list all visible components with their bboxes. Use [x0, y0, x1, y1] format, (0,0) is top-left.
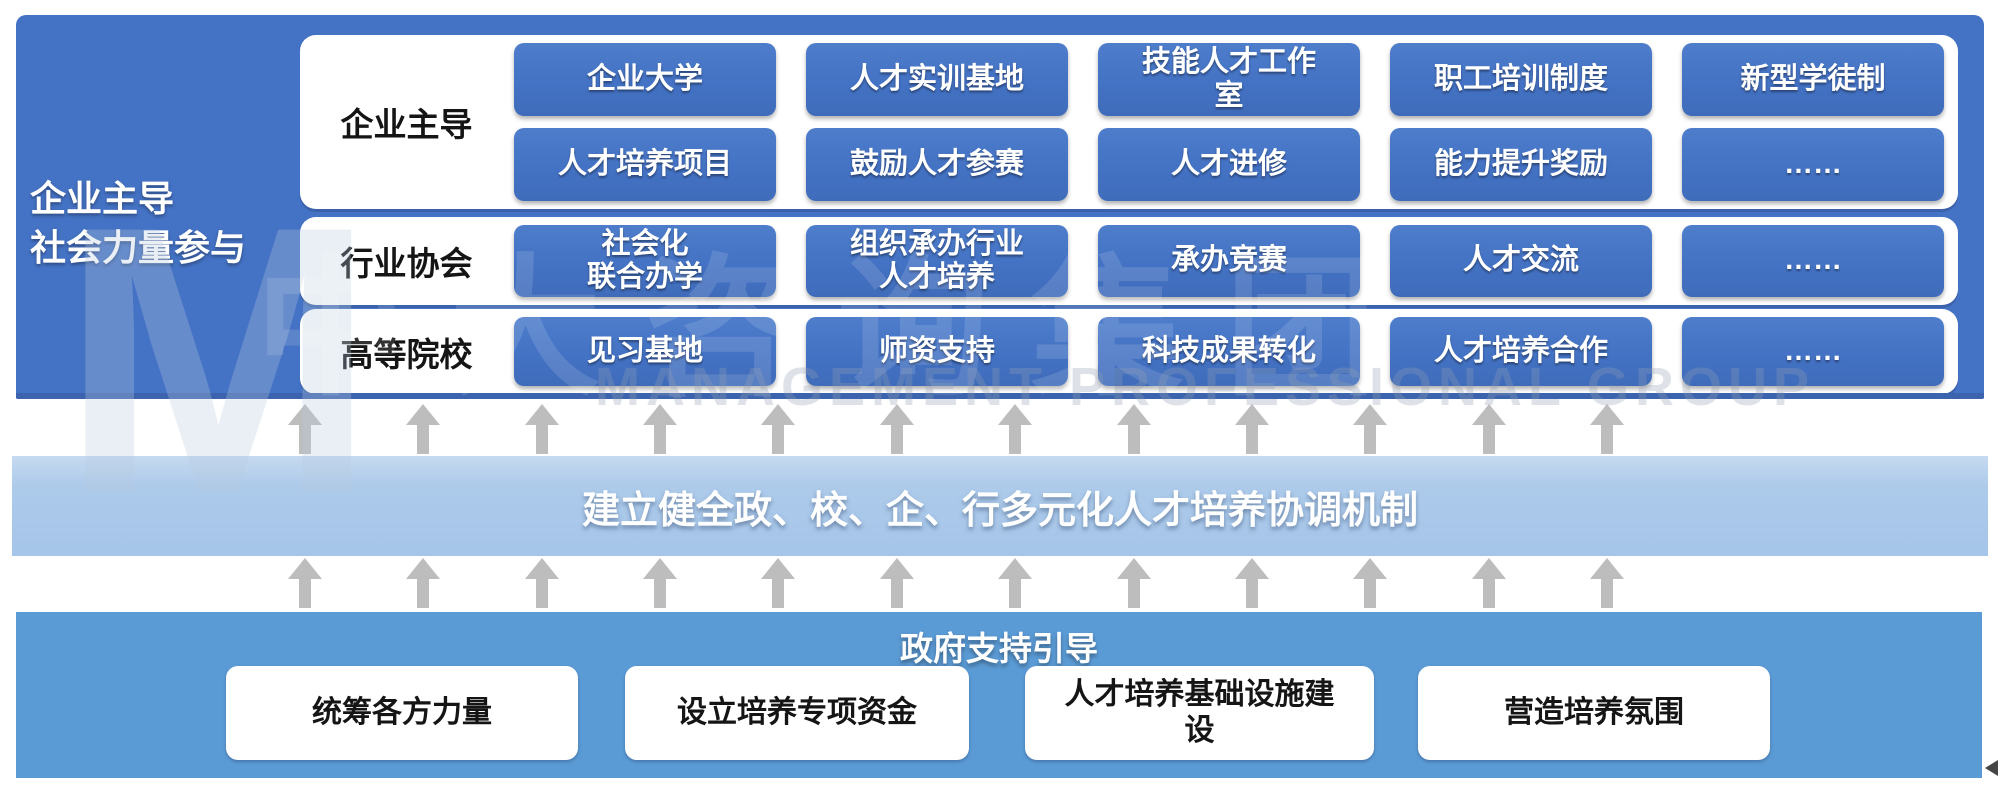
item-box: 承办竞赛	[1098, 225, 1360, 297]
section-left-label: 企业主导 社会力量参与	[30, 178, 247, 268]
up-arrow-icon	[998, 404, 1033, 454]
up-arrow-icon	[288, 558, 322, 608]
item-box: 师资支持	[806, 317, 1068, 386]
item-box: 鼓励人才参赛	[806, 128, 1068, 201]
up-arrow-icon	[761, 558, 796, 608]
item-box: 见习基地	[514, 317, 776, 386]
up-arrow-icon	[879, 558, 914, 608]
item-box: 人才进修	[1098, 128, 1360, 201]
arrow-band-bottom	[288, 558, 1624, 608]
government-measure-box: 人才培养基础设施建 设	[1025, 666, 1374, 760]
up-arrow-icon	[1353, 404, 1388, 454]
item-box: ……	[1682, 225, 1944, 297]
prev-slide-arrow-icon	[1985, 760, 1998, 776]
item-box: 组织承办行业 人才培养	[806, 225, 1068, 297]
up-arrow-icon	[1234, 558, 1269, 608]
actor-row-label: 行业协会	[340, 245, 473, 282]
government-section: 政府支持引导 统筹各方力量设立培养专项资金人才培养基础设施建 设营造培养氛围	[16, 612, 1982, 778]
item-box: 能力提升奖励	[1390, 128, 1652, 201]
up-arrow-icon	[1234, 404, 1269, 454]
actor-row-group: 高等院校 见习基地师资支持科技成果转化人才培养合作 ……	[300, 309, 1958, 394]
up-arrow-icon	[288, 404, 322, 454]
item-box: 技能人才工作 室	[1098, 43, 1360, 116]
up-arrow-icon	[1589, 558, 1624, 608]
actor-row-items: 见习基地师资支持科技成果转化人才培养合作 ……	[514, 317, 1950, 386]
actor-row-label: 高等院校	[340, 335, 473, 373]
coordination-band-text: 建立健全政、校、企、行多元化人才培养协调机制	[581, 489, 1418, 532]
enterprise-section: 企业主导 社会力量参与 企业主导 企业大学人才实训基地技能人才工作 室职工培训制度…	[16, 15, 1984, 399]
actor-row-items: 企业大学人才实训基地技能人才工作 室职工培训制度新型学徒制人才培养项目鼓励人才参…	[514, 43, 1950, 201]
up-arrow-icon	[761, 404, 796, 454]
item-box: ……	[1682, 128, 1944, 201]
item-box: 人才实训基地	[806, 43, 1068, 116]
up-arrow-icon	[1116, 404, 1151, 454]
up-arrow-icon	[643, 404, 678, 454]
item-box: 人才培养合作	[1390, 317, 1652, 386]
arrow-band-top	[288, 402, 1624, 454]
up-arrow-icon	[1589, 404, 1624, 454]
up-arrow-icon	[1353, 558, 1388, 608]
item-box: 企业大学	[514, 43, 776, 116]
up-arrow-icon	[406, 558, 441, 608]
item-box: 人才交流	[1390, 225, 1652, 297]
up-arrow-icon	[524, 558, 559, 608]
up-arrow-icon	[406, 404, 441, 454]
up-arrow-icon	[1116, 558, 1151, 608]
item-box: 科技成果转化	[1098, 317, 1360, 386]
government-measure-box: 统筹各方力量	[226, 666, 578, 760]
item-box: 人才培养项目	[514, 128, 776, 201]
up-arrow-icon	[1471, 404, 1506, 454]
up-arrow-icon	[998, 558, 1033, 608]
actor-row-label: 企业主导	[340, 106, 473, 143]
item-box: 职工培训制度	[1390, 43, 1652, 116]
item-box: 新型学徒制	[1682, 43, 1944, 116]
up-arrow-icon	[1471, 558, 1506, 608]
actor-row-group: 企业主导 企业大学人才实训基地技能人才工作 室职工培训制度新型学徒制人才培养项目鼓…	[300, 35, 1958, 209]
coordination-band: 建立健全政、校、企、行多元化人才培养协调机制	[12, 456, 1988, 556]
actor-row-items: 社会化 联合办学组织承办行业 人才培养承办竞赛人才交流 ……	[514, 225, 1950, 297]
up-arrow-icon	[524, 404, 559, 454]
actor-row-group: 行业协会 社会化 联合办学组织承办行业 人才培养承办竞赛人才交流 ……	[300, 217, 1958, 305]
government-section-title: 政府支持引导	[900, 630, 1098, 667]
up-arrow-icon	[879, 404, 914, 454]
government-measure-box: 设立培养专项资金	[625, 666, 969, 760]
item-box: 社会化 联合办学	[514, 225, 776, 297]
government-measure-box: 营造培养氛围	[1418, 666, 1770, 760]
item-box: ……	[1682, 317, 1944, 386]
up-arrow-icon	[643, 558, 678, 608]
